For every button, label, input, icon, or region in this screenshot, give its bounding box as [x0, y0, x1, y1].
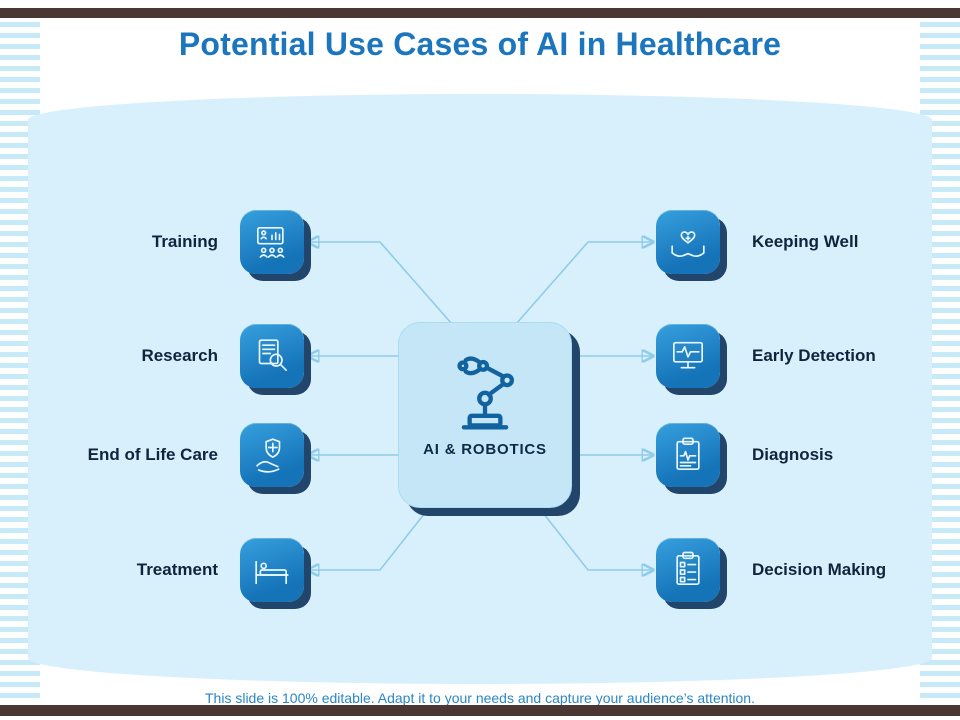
item-label-diagnosis: Diagnosis [752, 445, 834, 464]
center-hub: AI & ROBOTICS [398, 322, 572, 508]
training-presentation-icon [257, 227, 285, 258]
bottom-border-bar [0, 705, 960, 716]
clipboard-checklist-icon [676, 551, 700, 585]
robot-arm-icon [457, 356, 515, 430]
item-label-research: Research [141, 346, 218, 365]
icon-tile-research [240, 324, 304, 388]
icon-tile-early-detection [656, 324, 720, 388]
item-label-early-detection: Early Detection [752, 346, 876, 365]
clipboard-pulse-icon [676, 437, 700, 470]
center-hub-label: AI & ROBOTICS [423, 441, 547, 458]
icon-tile-diagnosis [656, 423, 720, 487]
hand-shield-cross-icon [256, 438, 281, 473]
monitor-heartbeat-icon [673, 341, 703, 369]
item-label-end-of-life-care: End of Life Care [87, 445, 218, 464]
editable-note: This slide is 100% editable. Adapt it to… [205, 690, 755, 706]
icon-tile-treatment [240, 538, 304, 602]
top-border-bar [0, 8, 960, 18]
item-label-decision-making: Decision Making [752, 560, 887, 579]
research-document-magnifier-icon [258, 339, 287, 371]
hospital-bed-icon [255, 560, 289, 585]
icon-tile-end-of-life-care [240, 423, 304, 487]
item-label-treatment: Treatment [136, 560, 218, 579]
icon-tile-decision-making [656, 538, 720, 602]
page-title: Potential Use Cases of AI in Healthcare [178, 26, 782, 62]
icon-tile-keeping-well [656, 210, 720, 274]
hands-heart-cross-icon [671, 231, 705, 257]
item-label-keeping-well: Keeping Well [752, 232, 859, 251]
icon-tile-training [240, 210, 304, 274]
item-label-training: Training [151, 232, 218, 251]
